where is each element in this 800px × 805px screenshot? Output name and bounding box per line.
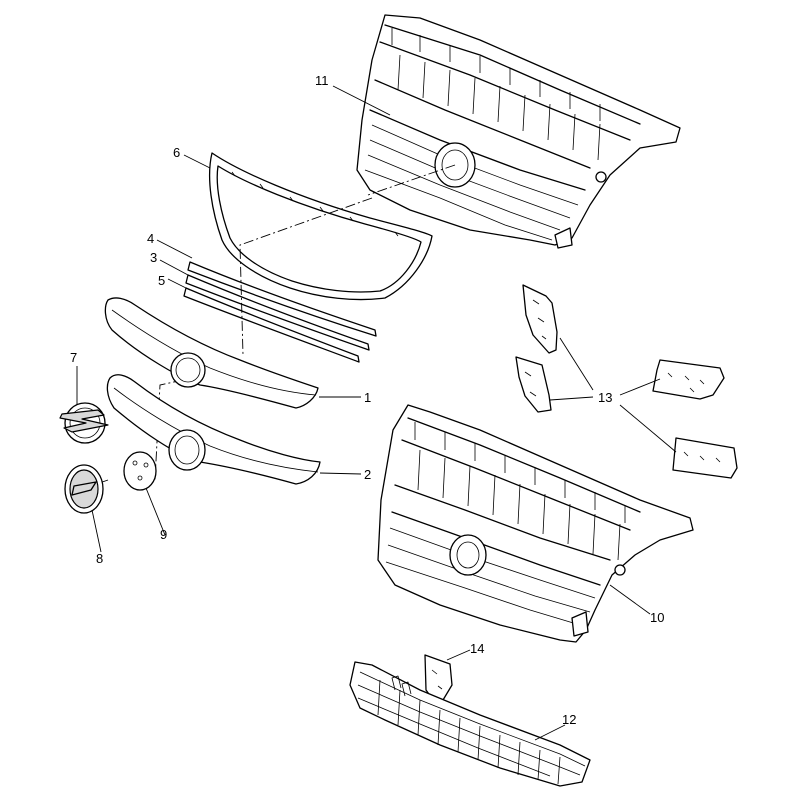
upper-grille-assembly [356,14,681,249]
chrome-strips [183,261,377,363]
mounting-brackets [515,284,738,479]
chrome-bar-lower [106,374,321,485]
leader-lines [76,85,677,741]
callout-13: 13 [598,390,612,405]
callout-2: 2 [364,467,371,482]
badge-round [64,464,104,514]
callout-labels: 11 6 4 3 5 7 1 2 9 8 13 10 14 12 [70,73,664,727]
callout-7: 7 [70,350,77,365]
callout-1: 1 [364,390,371,405]
chrome-bar-upper [104,297,319,409]
emblem-lightning [59,402,109,444]
callout-4: 4 [147,231,154,246]
grille-surround-frame [208,152,433,301]
clip-plate [123,451,157,491]
callout-8: 8 [96,551,103,566]
lower-grille-insert [349,661,591,787]
callout-9: 9 [160,527,167,542]
callout-10: 10 [650,610,664,625]
lower-grille-assembly [377,404,694,643]
callout-3: 3 [150,250,157,265]
callout-6: 6 [173,145,180,160]
callout-11: 11 [315,73,329,88]
callout-14: 14 [470,641,484,656]
callout-12: 12 [562,712,576,727]
callout-5: 5 [158,273,165,288]
